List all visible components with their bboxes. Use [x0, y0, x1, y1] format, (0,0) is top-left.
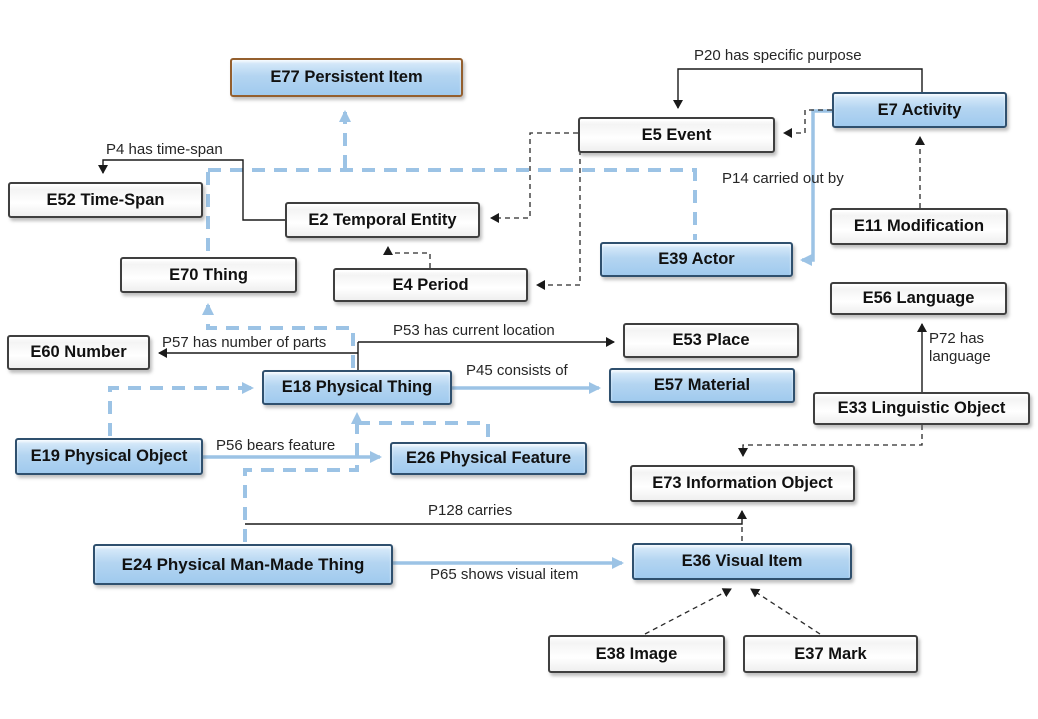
node-e26-physical-feature: E26 Physical Feature	[390, 442, 587, 475]
edge-e38-e36-subclass	[644, 588, 732, 635]
label-p53: P53 has current location	[393, 322, 555, 339]
node-e52-label: E52 Time-Span	[46, 190, 165, 209]
node-e53-label: E53 Place	[672, 331, 750, 349]
node-e73-label: E73 Information Object	[652, 474, 833, 492]
label-p4: P4 has time-span	[106, 141, 223, 158]
edge-p14-carried-out-by	[800, 109, 832, 266]
node-e7-activity: E7 Activity	[832, 92, 1007, 128]
node-e77-persistent-item: E77 Persistent Item	[230, 58, 463, 97]
label-p56: P56 bears feature	[216, 437, 336, 454]
node-e70-thing: E70 Thing	[120, 257, 297, 293]
node-e73-information-object: E73 Information Object	[630, 465, 855, 502]
edge-e26-e18-subclass	[357, 421, 490, 440]
node-e19-physical-object: E19 Physical Object	[15, 438, 203, 475]
node-e24-label: E24 Physical Man-Made Thing	[121, 554, 365, 574]
node-e52-time-span: E52 Time-Span	[8, 182, 203, 218]
node-e11-modification: E11 Modification	[830, 208, 1008, 245]
label-p14: P14 carried out by	[722, 170, 844, 187]
node-e4-label: E4 Period	[392, 275, 469, 294]
label-p128: P128 carries	[428, 502, 513, 519]
label-p20: P20 has specific purpose	[694, 47, 862, 64]
node-e33-label: E33 Linguistic Object	[837, 399, 1006, 417]
node-e70-label: E70 Thing	[169, 265, 248, 284]
node-e19-label: E19 Physical Object	[30, 447, 188, 465]
node-e57-material: E57 Material	[609, 368, 795, 403]
edge-e4-e2-subclass	[383, 246, 431, 268]
node-e11-label: E11 Modification	[853, 217, 985, 235]
node-e18-label: E18 Physical Thing	[281, 378, 433, 396]
edge-e7-e5-subclass	[783, 109, 832, 138]
node-e36-label: E36 Visual Item	[681, 552, 803, 570]
node-e56-label: E56 Language	[862, 289, 975, 307]
edge-p4-has-time-span	[98, 159, 285, 221]
node-e18-physical-thing: E18 Physical Thing	[262, 370, 452, 405]
node-e60-label: E60 Number	[30, 343, 127, 361]
label-p65: P65 shows visual item	[430, 566, 579, 583]
node-e2-temporal-entity: E2 Temporal Entity	[285, 202, 480, 238]
node-e36-visual-item: E36 Visual Item	[632, 543, 852, 580]
node-e77-label: E77 Persistent Item	[270, 68, 423, 86]
node-e26-label: E26 Physical Feature	[405, 449, 572, 467]
label-p45: P45 consists of	[466, 362, 568, 379]
node-e5-event: E5 Event	[578, 117, 775, 153]
edge-e37-e36-subclass	[750, 588, 821, 635]
edge-e19-e18-subclass	[108, 382, 254, 436]
edge-e5-e4-subclass	[536, 150, 581, 290]
node-e37-label: E37 Mark	[794, 644, 867, 663]
node-e38-label: E38 Image	[595, 644, 678, 663]
edge-e18-e70-subclass	[202, 303, 355, 368]
edge-e5-e2-subclass	[490, 132, 578, 223]
edge-p128-carries	[245, 510, 747, 525]
node-e33-linguistic-object: E33 Linguistic Object	[813, 392, 1030, 425]
node-e5-label: E5 Event	[641, 125, 712, 144]
node-e2-label: E2 Temporal Entity	[308, 210, 457, 229]
node-e53-place: E53 Place	[623, 323, 799, 358]
node-e56-language: E56 Language	[830, 282, 1007, 315]
edge-e33-e73-subclass	[738, 425, 923, 457]
node-e38-image: E38 Image	[548, 635, 725, 673]
node-e24-physical-man-made-thing: E24 Physical Man-Made Thing	[93, 544, 393, 585]
node-e39-actor: E39 Actor	[600, 242, 793, 277]
label-p57: P57 has number of parts	[162, 334, 327, 351]
node-e60-number: E60 Number	[7, 335, 150, 370]
node-e57-label: E57 Material	[653, 376, 751, 394]
edge-e24-e18-subclass	[243, 412, 363, 542]
node-e4-period: E4 Period	[333, 268, 528, 302]
edge-p20-has-specific-purpose	[673, 68, 923, 109]
node-e39-label: E39 Actor	[658, 250, 735, 268]
node-e7-label: E7 Activity	[877, 100, 962, 119]
label-p72: P72 has language	[929, 330, 991, 365]
node-e37-mark: E37 Mark	[743, 635, 918, 673]
